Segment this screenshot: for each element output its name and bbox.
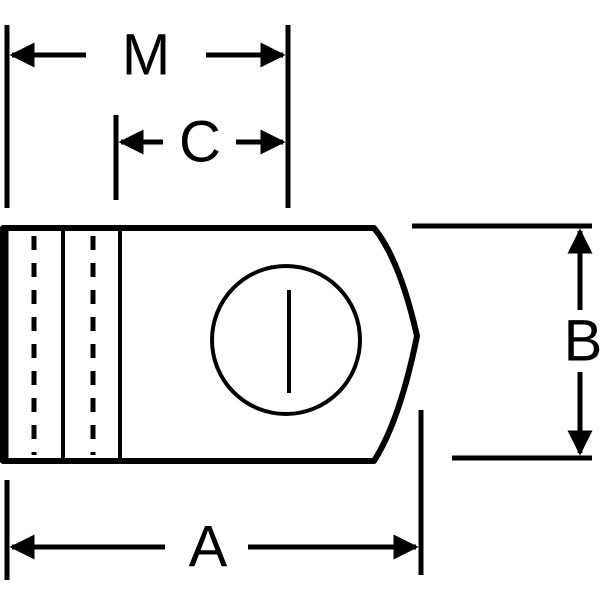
dimension-m: M	[9, 23, 286, 88]
dim-a-label: A	[189, 515, 228, 580]
dimension-a: A	[9, 515, 419, 580]
dimension-c: C	[118, 110, 286, 175]
dimension-b: B	[564, 228, 600, 456]
screw	[210, 264, 362, 416]
dim-c-label: C	[179, 110, 221, 175]
screw-head	[210, 264, 362, 416]
extension-lines	[4, 25, 592, 580]
dim-m-label: M	[122, 23, 170, 88]
dim-b-label: B	[564, 309, 600, 374]
